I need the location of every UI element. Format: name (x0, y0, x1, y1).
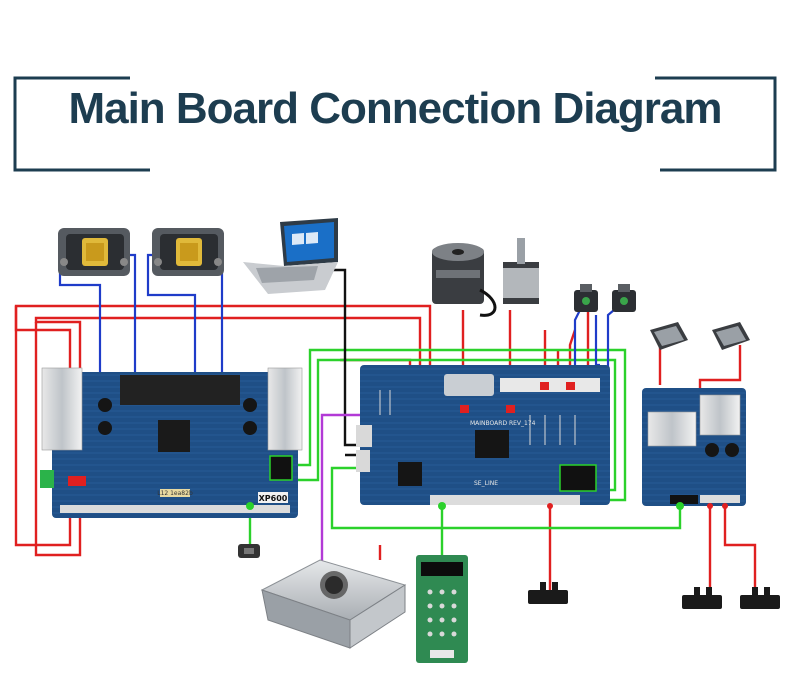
motor-encoder (432, 243, 497, 317)
pump-left (574, 284, 598, 312)
laptop (243, 218, 338, 294)
driver-board (642, 388, 746, 506)
pump-right (612, 284, 636, 312)
print-head-left (58, 228, 130, 276)
control-panel (416, 555, 468, 663)
small-stepper-right (712, 322, 750, 350)
usb-dongle (238, 544, 260, 558)
main-board: MAINBOARD REV_174 SE_LINE (356, 365, 610, 505)
sensor-left (682, 587, 722, 609)
limit-switch (528, 582, 568, 604)
small-stepper-left (650, 322, 688, 350)
page-title: Main Board Connection Diagram (68, 84, 722, 133)
connector-dots (246, 502, 728, 510)
head-board: L12 1ea82b XP600 (40, 367, 303, 518)
power-supply (260, 559, 407, 649)
title-frame (13, 76, 777, 172)
sensor-right (740, 587, 780, 609)
head-board-chip-label: L12 1ea82b (157, 490, 193, 497)
main-board-sublabel: SE_LINE (474, 480, 498, 487)
print-head-right (152, 228, 224, 276)
stepper-motor-top (503, 238, 539, 304)
head-board-label: XP600 (259, 494, 288, 503)
main-board-label: MAINBOARD REV_174 (470, 420, 536, 427)
